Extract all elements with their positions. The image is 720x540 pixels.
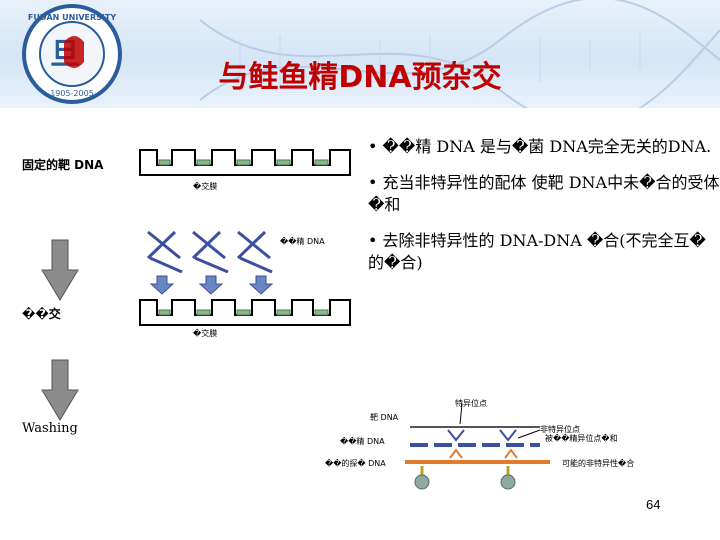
header-banner: 旦 FUDAN UNIVERSITY 1905-2005	[0, 0, 720, 108]
label-target-dna: 靶 DNA	[370, 413, 399, 422]
bullet-item: • ��精 DNA 是与�菌 DNA完全无关的DNA.	[368, 137, 712, 156]
slide-title: 与鲑鱼精DNA预杂交	[218, 60, 502, 95]
membrane-2	[139, 299, 351, 326]
small-down-arrow	[149, 275, 274, 295]
label-fixed-target-dna: 固定的靶 DNA	[22, 158, 104, 172]
label-labeled-probe: ��的探� DNA	[325, 459, 386, 468]
probe-label-node	[414, 474, 430, 490]
label-nonspecific-blocked: 被��精异位点�和	[545, 434, 618, 443]
label-nonspecific-site: 非特异位点	[540, 425, 580, 434]
membrane-1	[139, 149, 351, 176]
down-arrow	[41, 239, 79, 301]
label-possible-nonspecific: 可能的非特异性�合	[562, 459, 635, 468]
page-number: 64	[646, 497, 661, 512]
dna-helix-background	[199, 0, 720, 108]
university-logo: 旦 FUDAN UNIVERSITY 1905-2005	[22, 4, 122, 104]
target-dna-line	[410, 426, 540, 447]
label-washing: Washing	[22, 421, 78, 436]
probe-dna-line	[405, 448, 550, 490]
probe-label-node	[500, 474, 516, 490]
down-arrow	[41, 359, 79, 421]
salmon-dna-strands	[146, 230, 273, 274]
logo-text: FUDAN UNIVERSITY	[28, 13, 116, 22]
bullet-item: • 充当非特异性的配体 使靶 DNA中未�合的受体�和	[368, 173, 720, 214]
label-prehybridization: ��交	[22, 307, 61, 321]
logo-years: 1905-2005	[50, 89, 94, 98]
bullet-list: • ��精 DNA 是与�菌 DNA完全无关的DNA. • 充当非特异性的配体 …	[368, 136, 720, 288]
bullet-item: • 去除非特异性的 DNA-DNA �合(不完全互�的�合)	[368, 231, 706, 272]
label-salmon-dna-2: ��精 DNA	[340, 437, 385, 446]
label-specific-site: 特异位点	[455, 399, 487, 408]
label-membrane-2: �交膜	[193, 329, 218, 338]
label-membrane-1: �交膜	[193, 182, 218, 191]
label-salmon-dna: ��精 DNA	[280, 237, 325, 246]
